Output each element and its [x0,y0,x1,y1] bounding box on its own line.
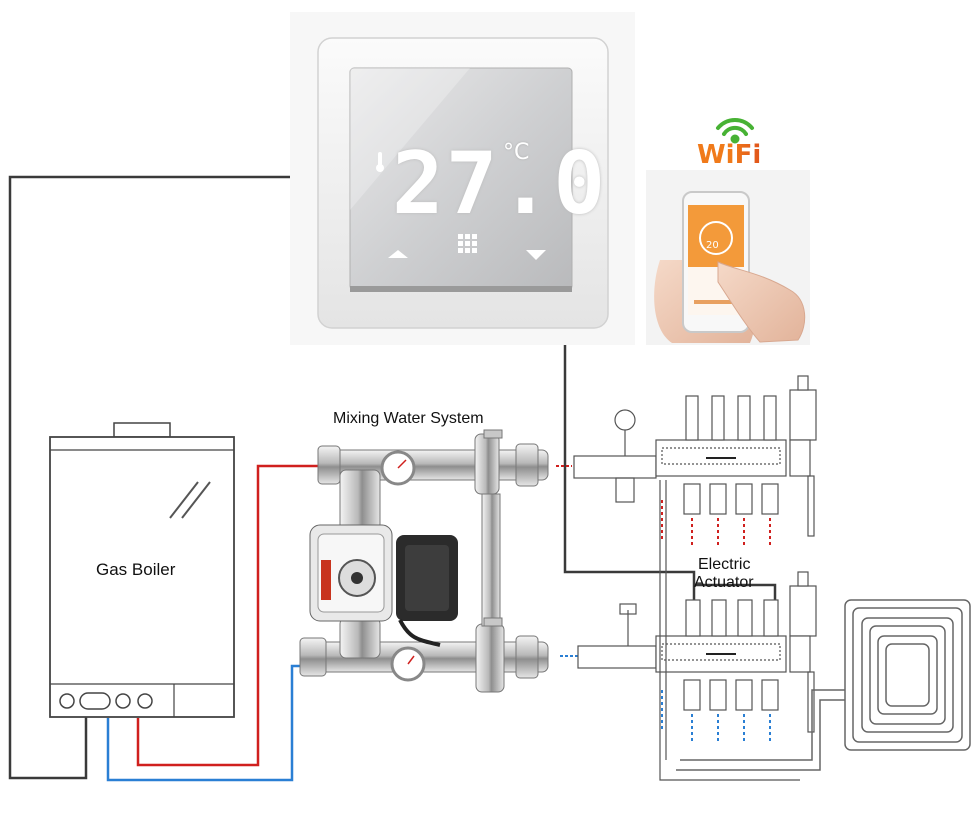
wifi-logo [716,117,754,144]
temperature-gauge-top [380,450,416,486]
electric-actuators [661,599,779,744]
circulation-pump [309,524,458,647]
boiler-control-knobs[interactable] [59,692,153,710]
thermostat-boiler-wire [8,175,305,780]
thermostat-temperature-display: 27.0 [392,134,608,234]
menu-grid-icon[interactable] [458,234,477,253]
electric-actuator-label-line1: Electric [698,556,751,573]
electric-actuator-label-line2: Actuator [694,574,754,591]
wifi-wordmark-text: WiFi [697,140,762,170]
up-arrow-icon[interactable] [388,250,408,258]
manifold [573,375,817,781]
gas-boiler [49,422,235,718]
wifi-signal-icon [716,117,754,144]
supply-flow-meters [661,395,779,548]
smartphone-app [646,170,810,345]
thermometer-icon [376,152,384,172]
phone-app-temperature: 20 [706,240,719,251]
supply-pipe-red [136,464,320,767]
mixing-water-system [299,429,578,693]
down-arrow-icon[interactable] [526,250,546,260]
temperature-gauge-bottom [390,646,426,682]
mixing-water-system-label: Mixing Water System [333,410,484,427]
wifi-wordmark: WiFi [697,140,761,170]
gas-boiler-label: Gas Boiler [96,560,176,579]
thermostat-temperature-unit: °C [503,140,530,165]
underfloor-heating-loop [676,599,971,771]
phone-temp-ring [699,221,733,255]
thermostat [290,12,635,345]
